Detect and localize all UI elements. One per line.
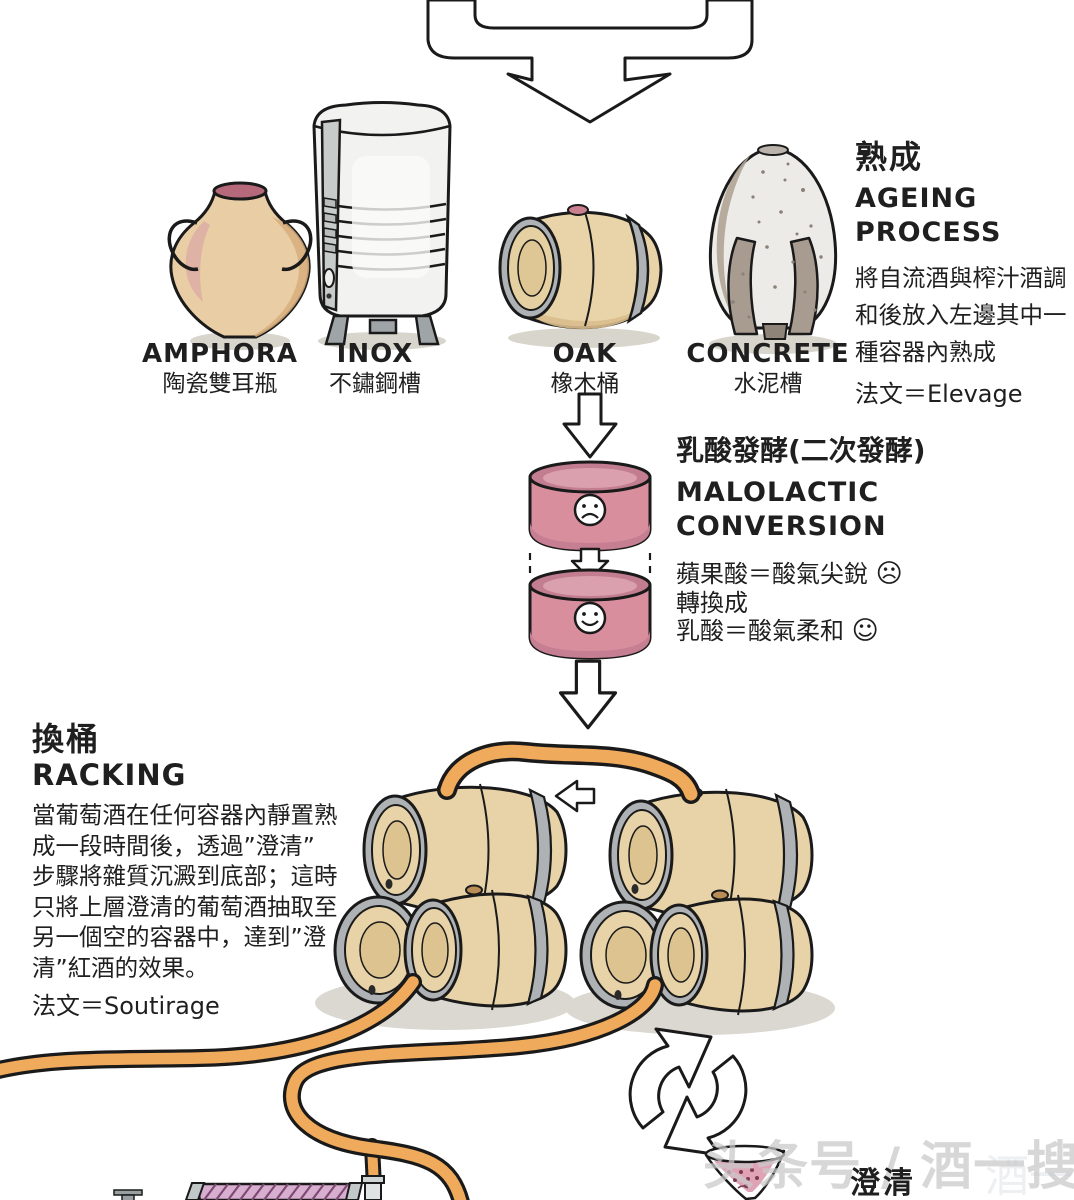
ageing-title-en2: PROCESS bbox=[855, 217, 1002, 248]
container-name-zh: 不鏽鋼槽 bbox=[329, 371, 421, 397]
container-name-en: AMPHORA bbox=[141, 339, 299, 369]
container-name-zh: 水泥槽 bbox=[733, 371, 803, 397]
malolactic-convert-line: 轉換成 bbox=[676, 588, 748, 617]
container-name-en: INOX bbox=[336, 339, 414, 369]
left-arrow-icon bbox=[554, 779, 596, 813]
racking-scene-illustration bbox=[0, 741, 835, 1200]
malolactic-title-zh: 乳酸發酵(二次發酵) bbox=[676, 434, 926, 467]
racking-title-en: RACKING bbox=[32, 758, 187, 792]
transfer-hose-right bbox=[282, 976, 664, 1200]
ageing-french: 法文＝Elevage bbox=[855, 380, 1023, 408]
malolactic-title-en1: MALOLACTIC bbox=[676, 477, 880, 508]
concrete-speckles bbox=[731, 162, 823, 319]
barrel-stack-right bbox=[579, 787, 814, 1016]
container-label-amphora: AMPHORA 陶瓷雙耳瓶 bbox=[130, 341, 310, 397]
racking-desc-line: 當葡萄酒在任何容器內靜置熟 bbox=[32, 801, 338, 829]
malolactic-before-line: 蘋果酸＝酸氣尖銳 ☹ bbox=[676, 560, 1016, 589]
wine-trough bbox=[113, 1182, 364, 1200]
sad-face-icon bbox=[573, 493, 607, 527]
recycle-arrows-icon bbox=[628, 1027, 748, 1157]
oak-barrel-illustration bbox=[498, 204, 663, 348]
container-name-zh: 陶瓷雙耳瓶 bbox=[162, 371, 278, 397]
container-label-concrete: CONCRETE 水泥槽 bbox=[678, 341, 858, 397]
racking-title-zh: 換桶 bbox=[32, 720, 101, 758]
racking-french: 法文＝Soutirage bbox=[32, 992, 220, 1020]
happy-face-icon bbox=[573, 601, 607, 635]
racking-desc-line: 只將上層澄清的葡萄酒抽取至 bbox=[32, 892, 338, 921]
racking-desc-line: 另一個空的容器中，達到”澄 bbox=[32, 923, 327, 951]
container-label-oak: OAK 橡木桶 bbox=[495, 341, 675, 397]
ageing-desc-line: 將自流酒與榨汁酒調 bbox=[855, 264, 1067, 292]
sediment-dots bbox=[727, 1168, 759, 1188]
malolactic-vats-illustration bbox=[528, 460, 652, 660]
sad-emoji-icon: ☹ bbox=[875, 559, 903, 589]
happy-emoji-icon: ☺ bbox=[851, 616, 879, 646]
racking-desc-line: 步驟將雜質沉澱到底部；這時 bbox=[32, 862, 338, 890]
container-name-en: CONCRETE bbox=[686, 339, 850, 369]
ageing-desc-line: 和後放入左邊其中一 bbox=[855, 301, 1067, 329]
malolactic-before-label: 蘋果酸＝酸氣尖銳 bbox=[676, 560, 868, 588]
ageing-desc-line: 種容器內熟成 bbox=[855, 338, 996, 366]
transfer-hose-left bbox=[0, 973, 422, 1079]
racking-desc-line: 清”紅酒的效果。 bbox=[32, 953, 209, 982]
inox-tank-illustration bbox=[312, 101, 452, 350]
down-arrow-icon bbox=[558, 659, 618, 730]
barrel-stack-left bbox=[333, 782, 568, 1011]
ageing-title-zh: 熟成 bbox=[855, 138, 924, 176]
racking-desc-line: 成一段時間後，透過”澄清” bbox=[32, 831, 315, 860]
malolactic-after-label: 乳酸＝酸氣柔和 bbox=[676, 617, 844, 645]
down-arrow-icon bbox=[562, 392, 618, 459]
container-label-inox: INOX 不鏽鋼槽 bbox=[285, 341, 465, 397]
amphora-illustration bbox=[167, 181, 313, 350]
malolactic-after-line: 乳酸＝酸氣柔和 ☺ bbox=[676, 617, 1016, 646]
malolactic-section-text: 乳酸發酵(二次發酵) MALOLACTIC CONVERSION 蘋果酸＝酸氣尖… bbox=[676, 434, 1016, 646]
merge-arrow-icon bbox=[426, 0, 754, 124]
transfer-hose-top bbox=[437, 741, 701, 804]
ageing-title-en1: AGEING bbox=[855, 183, 978, 214]
ageing-section-text: 熟成 AGEING PROCESS 將自流酒與榨汁酒調 和後放入左邊其中一 種容… bbox=[855, 138, 1074, 409]
container-name-en: OAK bbox=[552, 339, 618, 369]
concrete-tank-illustration bbox=[708, 144, 838, 354]
racking-section-text: 換桶 RACKING 當葡萄酒在任何容器內靜置熟 成一段時間後，透過”澄清” 步… bbox=[32, 720, 372, 1021]
malolactic-title-en2: CONVERSION bbox=[676, 511, 887, 542]
clarify-glass-icon bbox=[704, 1144, 786, 1200]
clarify-label: 澄清 bbox=[850, 1166, 916, 1200]
